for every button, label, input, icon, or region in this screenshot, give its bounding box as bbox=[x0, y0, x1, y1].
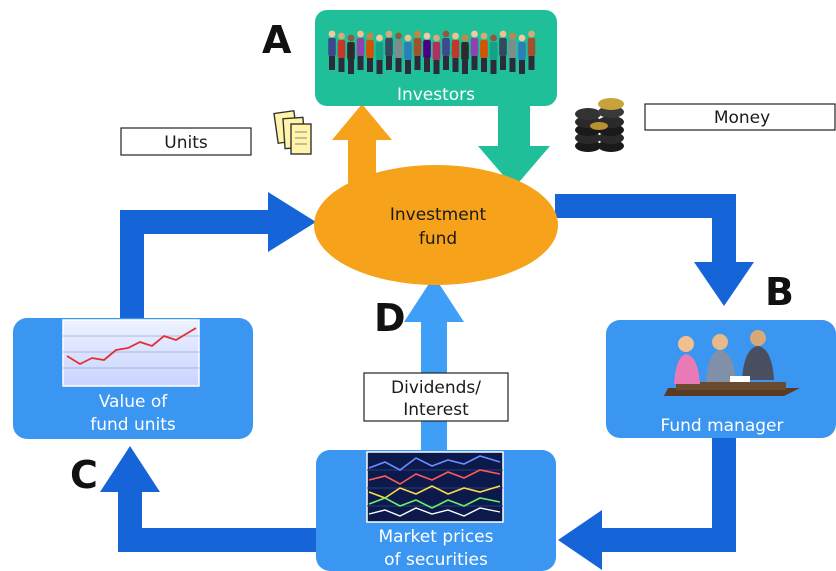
dividends-label-line2: Interest bbox=[403, 400, 469, 420]
meeting-icon bbox=[664, 330, 800, 396]
value-of-fund-units-label-line2: fund units bbox=[90, 415, 176, 435]
dividends-label-line1: Dividends/ bbox=[391, 378, 481, 398]
fund-manager-label: Fund manager bbox=[660, 416, 783, 436]
value-of-fund-units-node: Value of fund units bbox=[13, 318, 253, 439]
money-label: Money bbox=[714, 108, 770, 128]
dividends-callout: Dividends/ Interest bbox=[363, 372, 509, 422]
flow-arrow-market-to-value bbox=[100, 446, 320, 552]
letter-d: D bbox=[374, 296, 406, 340]
flow-arrow-fund-to-manager bbox=[555, 194, 754, 306]
coins-icon bbox=[575, 98, 624, 152]
market-prices-node: Market prices of securities bbox=[316, 450, 556, 571]
money-callout: Money bbox=[644, 103, 836, 131]
units-label: Units bbox=[164, 133, 208, 153]
letter-c: C bbox=[70, 453, 98, 497]
market-prices-label-line1: Market prices bbox=[378, 527, 493, 547]
units-arrow bbox=[332, 104, 392, 188]
investors-node: Investors bbox=[315, 10, 557, 106]
investment-fund-label-line2: fund bbox=[419, 229, 457, 249]
investors-label: Investors bbox=[397, 85, 475, 105]
flow-arrow-value-to-fund bbox=[120, 192, 316, 320]
dividends-arrow bbox=[404, 276, 464, 452]
documents-icon bbox=[273, 109, 312, 155]
money-arrow bbox=[478, 98, 550, 188]
crowd-icon bbox=[328, 30, 536, 74]
flow-arrow-manager-to-market bbox=[558, 436, 736, 570]
units-callout: Units bbox=[120, 127, 252, 156]
investment-fund-node: Investment fund bbox=[314, 165, 558, 285]
fund-manager-node: Fund manager bbox=[606, 320, 836, 438]
value-of-fund-units-label-line1: Value of bbox=[99, 392, 168, 412]
securities-chart-icon bbox=[366, 451, 504, 523]
market-prices-label-line2: of securities bbox=[384, 550, 488, 570]
value-chart-icon bbox=[62, 319, 200, 387]
letter-b: B bbox=[765, 270, 794, 314]
letter-a: A bbox=[262, 18, 292, 62]
investment-fund-label-line1: Investment bbox=[390, 205, 487, 225]
